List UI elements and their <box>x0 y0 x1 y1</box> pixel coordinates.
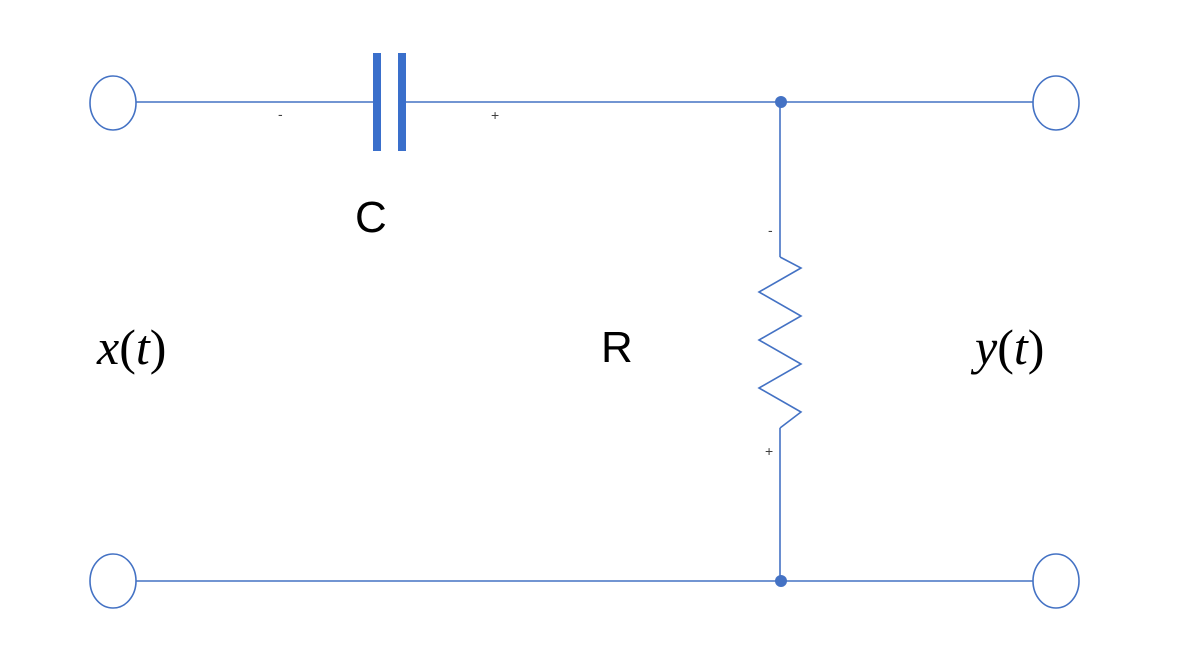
resistor-label: R <box>601 323 633 372</box>
input-terminal-top <box>89 75 137 131</box>
output-signal-label: y(t) <box>970 319 1044 375</box>
capacitor-minus-mark: - <box>278 106 283 122</box>
capacitor-plus-mark: + <box>491 107 499 123</box>
resistor-symbol <box>757 256 803 429</box>
output-signal-arg: t <box>1014 319 1029 375</box>
resistor-plus-mark: + <box>765 443 773 459</box>
junction-top <box>775 96 787 108</box>
junction-bottom <box>775 575 787 587</box>
output-signal-var: y <box>970 319 998 375</box>
capacitor-label: C <box>355 193 387 242</box>
input-terminal-bottom <box>89 553 137 609</box>
output-terminal-top <box>1032 75 1080 131</box>
capacitor-plate-left <box>373 53 381 151</box>
resistor-minus-mark: - <box>768 222 773 238</box>
output-signal-open-paren: ( <box>997 319 1014 375</box>
input-signal-label: x(t) <box>96 319 166 375</box>
input-signal-var: x <box>96 319 119 375</box>
input-signal-close-paren: ) <box>150 319 167 375</box>
output-terminal-bottom <box>1032 553 1080 609</box>
input-signal-arg: t <box>136 319 151 375</box>
output-signal-close-paren: ) <box>1028 319 1045 375</box>
capacitor-plate-right <box>398 53 406 151</box>
input-signal-open-paren: ( <box>119 319 136 375</box>
